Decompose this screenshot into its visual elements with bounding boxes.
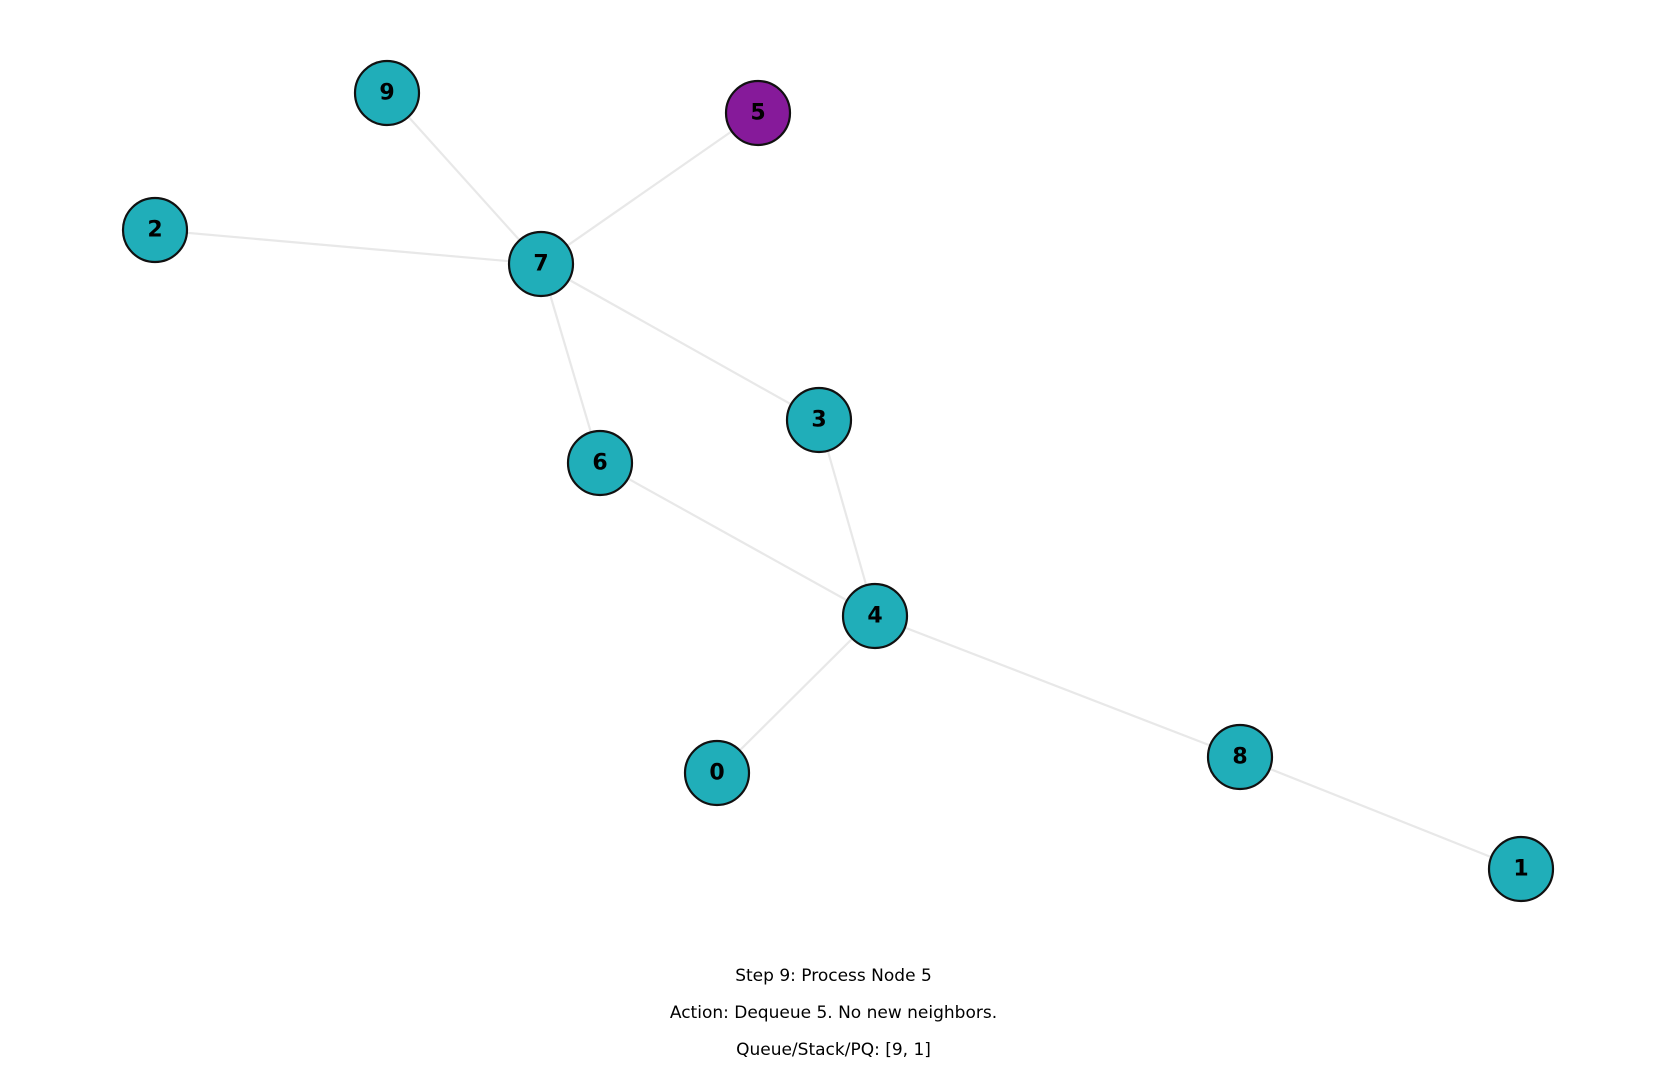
nodes-layer: 9 5 2 7 3 6 4 0 8 1: [121, 59, 1555, 903]
edge-4-8: [874, 614, 1241, 759]
queue-caption: Queue/Stack/PQ: [9, 1]: [736, 1040, 931, 1060]
node-5: 5: [724, 79, 792, 147]
edge-7-3: [540, 263, 820, 421]
node-6: 6: [566, 429, 634, 497]
edge-6-4: [599, 462, 876, 617]
node-0: 0: [683, 739, 751, 807]
node-7: 7: [507, 230, 575, 298]
node-4: 4: [841, 582, 909, 650]
graph-canvas: 9 5 2 7 3 6 4 0 8 1: [121, 59, 1555, 903]
node-label: 9: [379, 81, 394, 106]
node-circle: [724, 79, 792, 147]
node-circle: [121, 196, 189, 264]
node-8: 8: [1206, 723, 1274, 791]
node-circle: [353, 59, 421, 127]
step-caption: Step 9: Process Node 5: [735, 966, 932, 986]
node-2: 2: [121, 196, 189, 264]
node-circle: [785, 386, 853, 454]
node-label: 2: [147, 218, 162, 243]
edge-3-4: [817, 419, 877, 617]
edge-4-0: [716, 615, 876, 774]
edge-2-7: [154, 228, 542, 266]
edge-7-6: [539, 263, 602, 464]
edge-9-7: [386, 92, 542, 265]
edges-layer: [154, 92, 1522, 871]
node-circle: [1206, 723, 1274, 791]
node-label: 4: [867, 604, 882, 629]
edge-5-7: [540, 112, 759, 265]
node-label: 6: [592, 451, 607, 476]
node-label: 7: [533, 252, 548, 277]
node-circle: [1487, 835, 1555, 903]
node-label: 1: [1513, 857, 1528, 882]
node-9: 9: [353, 59, 421, 127]
node-3: 3: [785, 386, 853, 454]
action-caption: Action: Dequeue 5. No new neighbors.: [669, 1003, 998, 1023]
node-label: 8: [1232, 745, 1247, 770]
node-circle: [683, 739, 751, 807]
node-label: 5: [750, 101, 765, 126]
node-circle: [841, 582, 909, 650]
node-label: 3: [811, 408, 826, 433]
node-circle: [566, 429, 634, 497]
edge-8-1: [1239, 755, 1522, 871]
node-1: 1: [1487, 835, 1555, 903]
node-circle: [507, 230, 575, 298]
node-label: 0: [709, 761, 724, 786]
